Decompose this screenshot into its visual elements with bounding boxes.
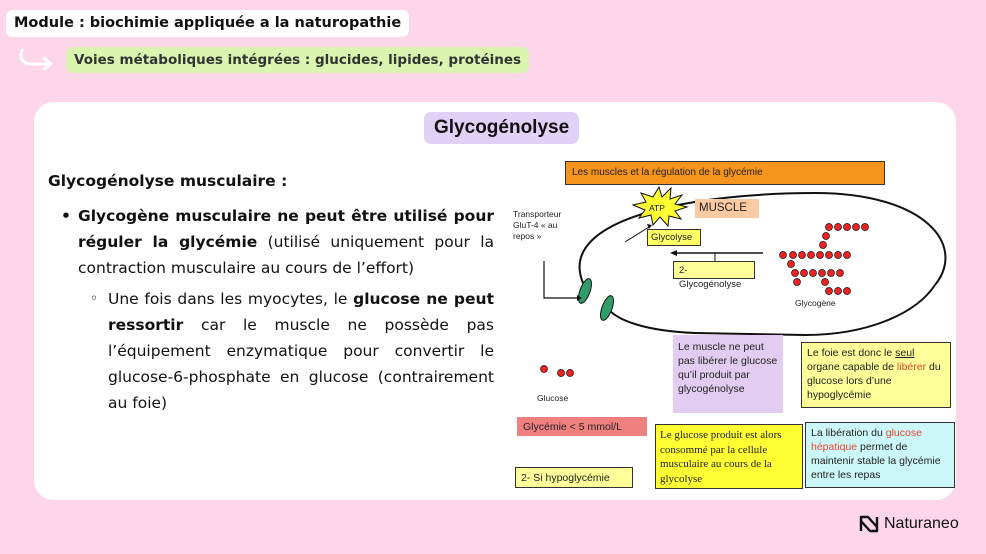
liver-underlined: seul	[895, 347, 915, 359]
bullet-text: (utilisé uniquement pour la contraction …	[78, 233, 495, 277]
naturaneo-logo-icon	[859, 515, 879, 533]
hepatic-text-2: permet de maintenir stable la glycémie e…	[811, 441, 941, 481]
glycogenolysis-diagram: ATP Les muscles et la régulation de la g…	[505, 155, 960, 495]
glycogene-label: Glycogène	[795, 298, 836, 308]
muscle-note-box: Le muscle ne peut pas libérer le glucose…	[673, 335, 783, 413]
bullet-glycogene: Glycogène musculaire ne peut être utilis…	[60, 203, 494, 281]
glycogenolyse-label: 2- Glycogénolyse	[673, 261, 755, 290]
diagram-header: Les muscles et la régulation de la glycé…	[565, 161, 885, 185]
hypoglycemia-box: 2- Si hypoglycémie	[515, 467, 633, 488]
glycolyse-label: Glycolyse	[647, 229, 701, 246]
page-title: Glycogénolyse	[424, 112, 580, 144]
brand-name: Naturaneo	[884, 515, 959, 532]
glucose-consumed-box: Le glucose produit est alors consommé pa…	[655, 424, 803, 489]
module-title: Module : biochimie appliquée a la naturo…	[6, 10, 410, 37]
liver-note-box: Le foie est donc le seul organe capable …	[801, 342, 951, 408]
sub-bullet-bold: glucose ne peut ressortir	[108, 290, 494, 334]
liver-red: libérer	[896, 361, 927, 373]
hepatic-red: glucose hépatique	[811, 427, 922, 453]
atp-label: ATP	[649, 203, 665, 213]
sub-bullet-glucose: Une fois dans les myocytes, le glucose n…	[90, 286, 494, 416]
liver-text-3: du glucose lors d’une hypoglycémie	[807, 361, 941, 401]
section-title: Glycogénolyse musculaire :	[48, 172, 288, 190]
hepatic-text-1: La libération du	[811, 427, 886, 439]
sub-bullet-text-1: Une fois dans les myocytes, le	[108, 290, 354, 308]
sub-bullet-text-2: car le muscle ne possède pas l’équipemen…	[108, 316, 494, 412]
diagram-graphics: ATP	[540, 185, 947, 377]
muscle-label: MUSCLE	[695, 199, 759, 218]
brand-logo: Naturaneo	[858, 513, 959, 535]
glycemia-threshold-box: Glycémie < 5 mmol/L	[517, 417, 647, 436]
liver-text-1: Le foie est donc le	[807, 347, 896, 359]
transporter-label: Transporteur GluT-4 « au repos »	[513, 209, 562, 241]
bullet-bold-text: Glycogène musculaire ne peut être utilis…	[78, 207, 494, 251]
glucose-label: Glucose	[537, 393, 569, 403]
submodule-title: Voies métaboliques intégrées : glucides,…	[66, 47, 530, 73]
curved-arrow-icon	[19, 48, 53, 70]
liver-text-2: organe capable de	[807, 361, 897, 373]
hepatic-glucose-box: La libération du glucose hépatique perme…	[805, 422, 955, 488]
